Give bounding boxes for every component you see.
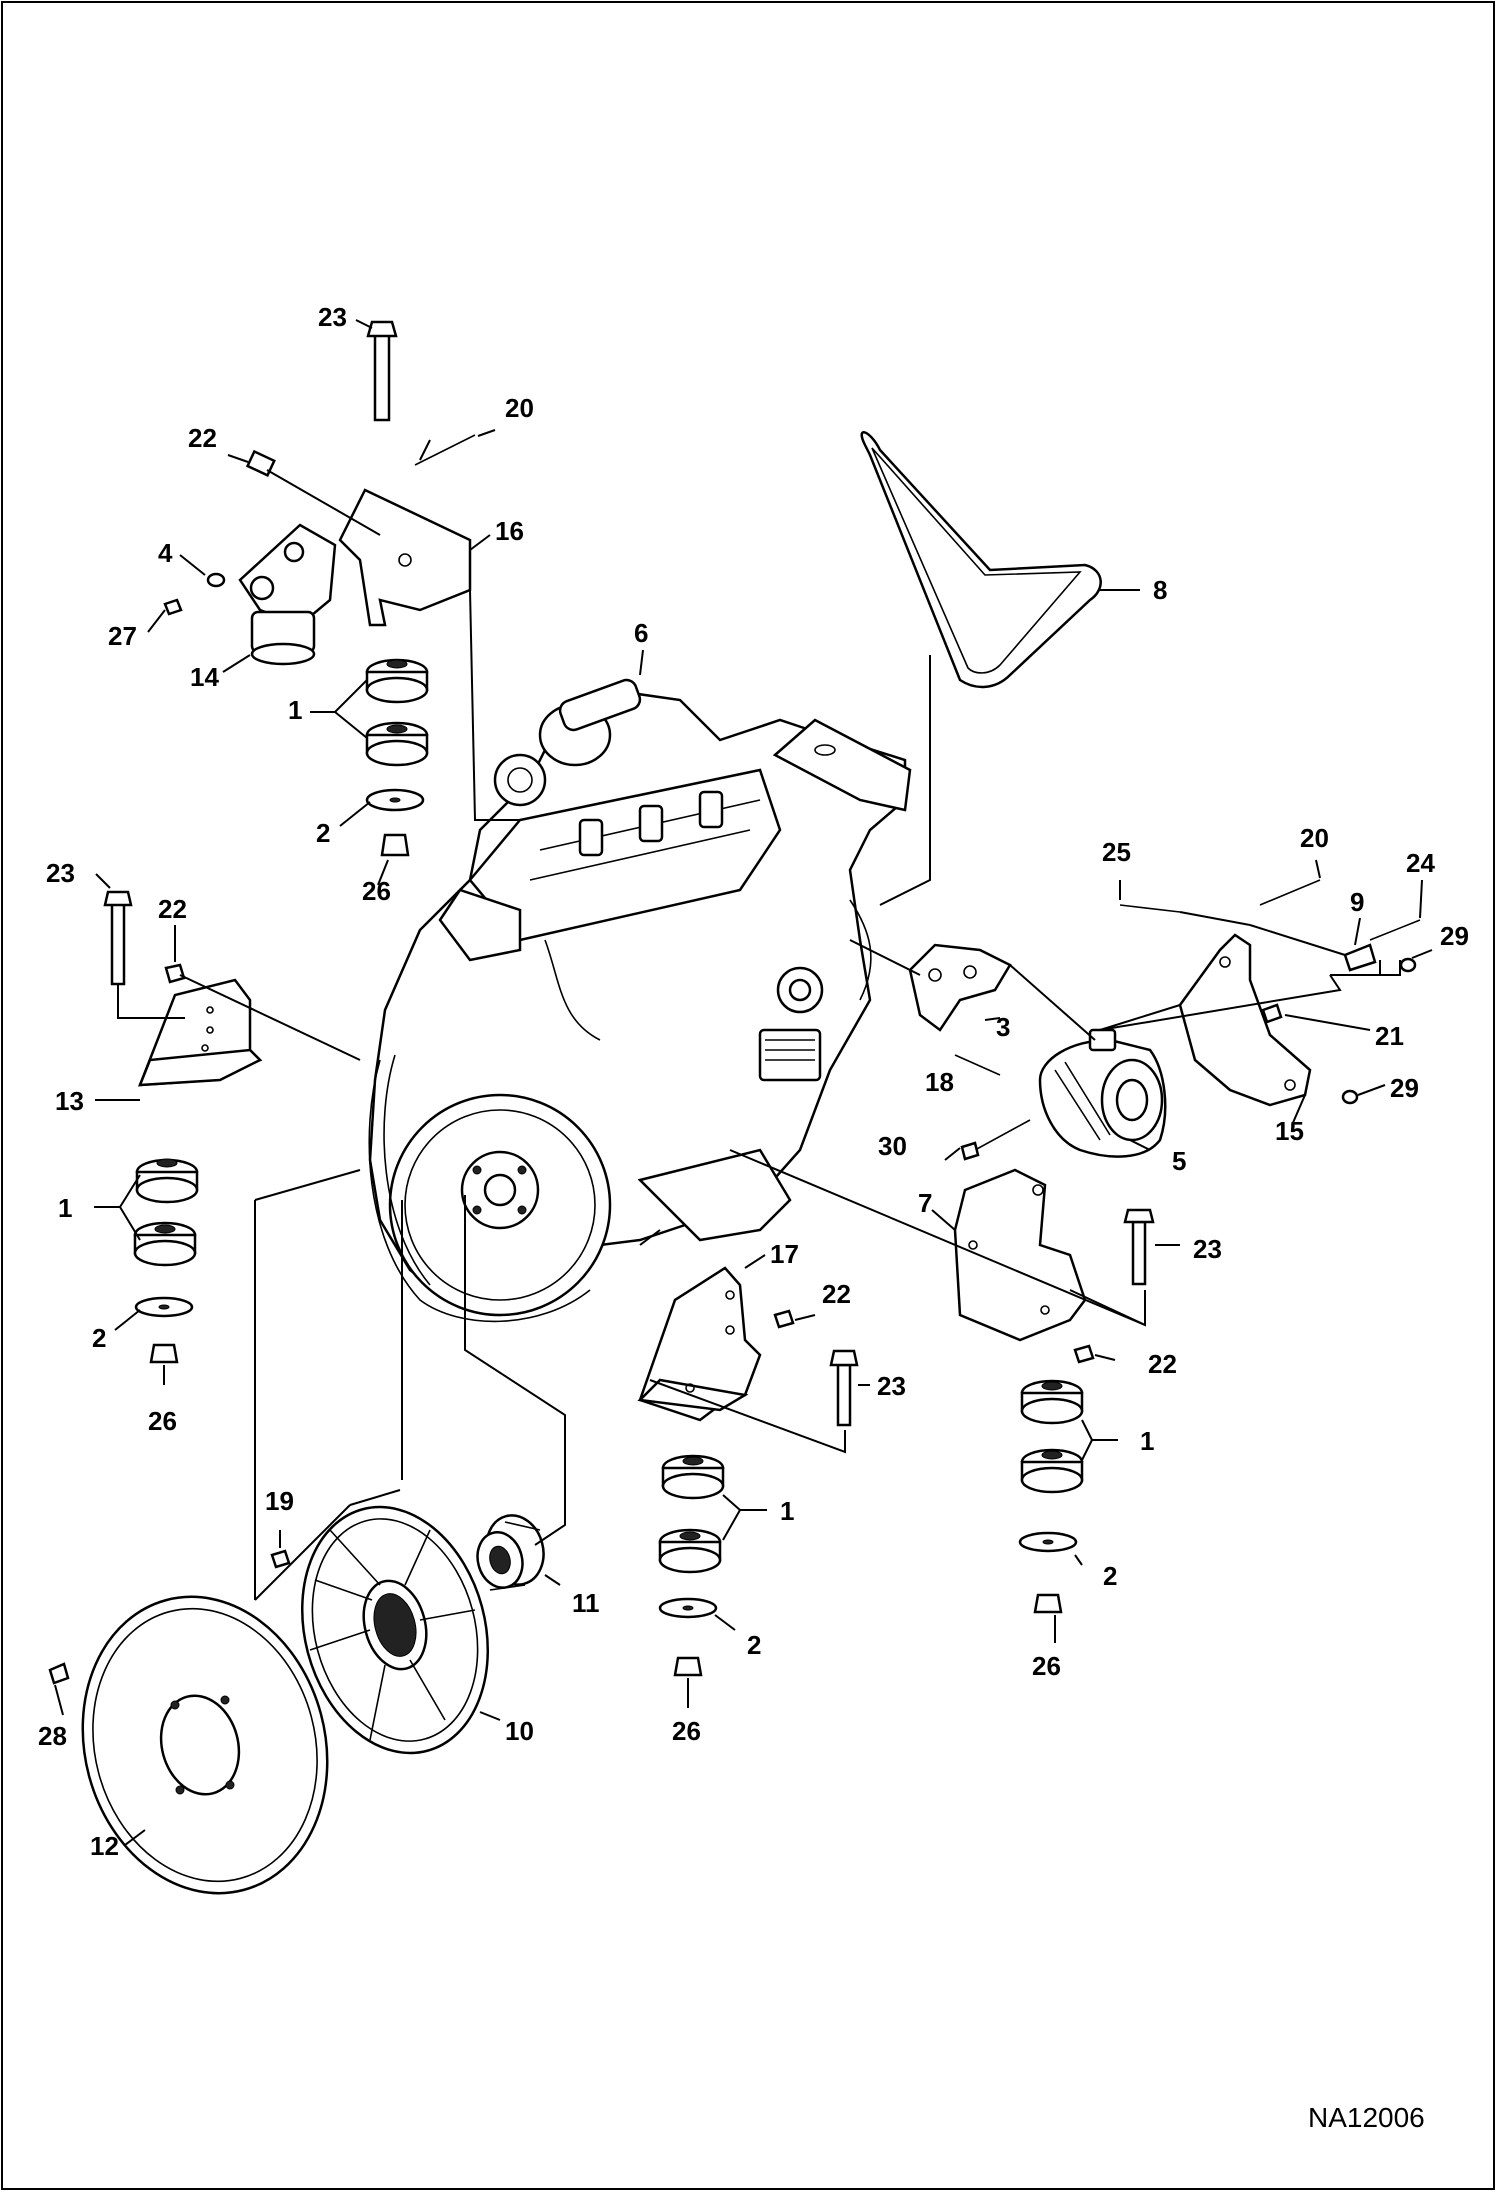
callout-19: 19	[265, 1486, 294, 1516]
callout-28: 28	[38, 1721, 67, 1751]
callout-26: 26	[362, 876, 391, 906]
callout-30: 30	[878, 1131, 907, 1161]
callout-2: 2	[316, 818, 330, 848]
bolt-23-top	[366, 320, 398, 422]
callout-26: 26	[672, 1716, 701, 1746]
bolt-22-center	[773, 1309, 795, 1329]
callout-21: 21	[1375, 1021, 1404, 1051]
fuel-filter-14	[238, 523, 337, 666]
nut-29b	[1341, 1089, 1359, 1105]
callout-3: 3	[996, 1012, 1010, 1042]
bolt-22-left	[164, 963, 186, 984]
bolt-23-left	[103, 890, 133, 986]
bracket-7	[953, 1168, 1087, 1342]
drawing-id: NA12006	[1308, 2102, 1425, 2133]
leader-lines	[54, 319, 1433, 1846]
callout-23: 23	[1193, 1234, 1222, 1264]
callout-22: 22	[158, 894, 187, 924]
callout-1: 1	[1140, 1426, 1154, 1456]
bolt-24	[1369, 919, 1421, 941]
callout-23: 23	[318, 302, 347, 332]
callout-18: 18	[925, 1067, 954, 1097]
callout-14: 14	[190, 662, 219, 692]
bolt-20-top	[414, 434, 476, 466]
callout-2: 2	[1103, 1561, 1117, 1591]
callout-22: 22	[1148, 1349, 1177, 1379]
callout-1: 1	[288, 695, 302, 725]
bolt-25	[1119, 904, 1181, 913]
bracket-13	[138, 978, 263, 1087]
callout-20: 20	[505, 393, 534, 423]
callout-1: 1	[58, 1193, 72, 1223]
callout-23: 23	[877, 1371, 906, 1401]
bolt-21	[1261, 1003, 1283, 1024]
nut-27	[163, 598, 183, 616]
callout-24: 24	[1406, 848, 1435, 878]
callout-23: 23	[46, 858, 75, 888]
bolt-19	[270, 1549, 291, 1569]
callout-26: 26	[148, 1406, 177, 1436]
belt-8	[860, 431, 1102, 689]
callout-27: 27	[108, 621, 137, 651]
callout-7: 7	[918, 1188, 932, 1218]
callout-22: 22	[188, 423, 217, 453]
callout-5: 5	[1172, 1146, 1186, 1176]
bracket-3	[908, 943, 1012, 1032]
gear-hub-11	[476, 1514, 545, 1591]
callout-16: 16	[495, 516, 524, 546]
alternator-5	[1038, 1028, 1167, 1158]
callout-12: 12	[90, 1831, 119, 1861]
callout-10: 10	[505, 1716, 534, 1746]
nut-29a	[1399, 957, 1417, 973]
callout-1: 1	[780, 1496, 794, 1526]
mount-set-top	[365, 658, 429, 857]
bolt-28	[48, 1662, 70, 1685]
callout-2: 2	[747, 1630, 761, 1660]
bracket-17	[637, 1266, 762, 1422]
bolt-22-right	[1073, 1344, 1095, 1364]
callout-labels: 23 20 22 16 4 27 14 1 2 26 6 8 23 22 13 …	[38, 302, 1469, 1861]
bolt-23-center	[829, 1349, 859, 1427]
callout-26: 26	[1032, 1651, 1061, 1681]
bolt-18	[954, 1054, 1001, 1076]
callout-25: 25	[1102, 837, 1131, 867]
bolt-20-right	[1259, 879, 1321, 906]
bracket-9	[1343, 943, 1377, 972]
callout-20: 20	[1300, 823, 1329, 853]
callout-29: 29	[1440, 921, 1469, 951]
mount-set-center	[658, 1454, 725, 1677]
callout-4: 4	[158, 538, 173, 568]
callout-22: 22	[822, 1279, 851, 1309]
callout-6: 6	[634, 618, 648, 648]
callout-17: 17	[770, 1239, 799, 1269]
callout-9: 9	[1350, 887, 1364, 917]
bolt-30	[960, 1119, 1031, 1161]
coupling-10	[300, 1505, 490, 1755]
engine-6	[368, 678, 912, 1323]
callout-8: 8	[1153, 575, 1167, 605]
flywheel-plate-12	[81, 1595, 329, 1895]
mount-set-left	[133, 1158, 199, 1364]
callout-2: 2	[92, 1323, 106, 1353]
callout-15: 15	[1275, 1116, 1304, 1146]
callout-13: 13	[55, 1086, 84, 1116]
bolt-23-right	[1123, 1208, 1155, 1286]
callout-11: 11	[572, 1588, 600, 1618]
bracket-16	[338, 488, 472, 627]
bracket-15	[1178, 933, 1312, 1107]
mount-set-right	[1018, 1379, 1084, 1614]
washer-4	[206, 572, 226, 588]
callout-29: 29	[1390, 1073, 1419, 1103]
